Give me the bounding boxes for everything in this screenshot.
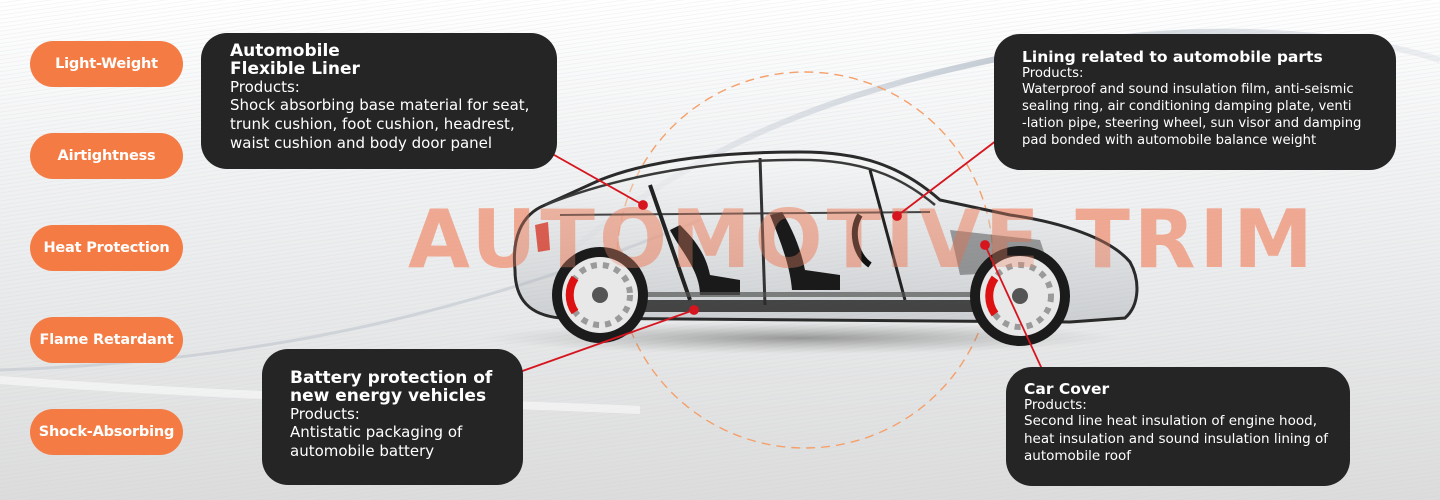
card-title: Lining related to automobile parts [1022, 48, 1323, 66]
feature-label: Heat Protection [43, 240, 170, 256]
feature-label: Light-Weight [55, 56, 158, 72]
feature-pill-shock-absorbing[interactable]: Shock-Absorbing [30, 409, 183, 455]
card-body: Waterproof and sound insulation film, an… [1022, 81, 1362, 149]
watermark-text: AUTOMOTIVE TRIM [408, 193, 1317, 286]
card-body: Shock absorbing base material for seat, … [230, 95, 530, 153]
feature-pill-heat-protection[interactable]: Heat Protection [30, 225, 183, 271]
card-title: Battery protection of new energy vehicle… [290, 368, 493, 407]
info-card-car-cover: Car Cover Products: Second line heat ins… [1006, 367, 1350, 486]
info-card-flexible-liner: Automobile Flexible Liner Products: Shoc… [201, 33, 557, 169]
feature-pill-light-weight[interactable]: Light-Weight [30, 41, 183, 87]
card-body: Antistatic packaging of automobile batte… [290, 422, 463, 461]
pointer-dot [689, 305, 699, 315]
info-card-lining-parts: Lining related to automobile parts Produ… [994, 34, 1396, 170]
feature-pill-flame-retardant[interactable]: Flame Retardant [30, 317, 183, 363]
card-products-label: Products: [1024, 396, 1087, 413]
info-card-battery-protection: Battery protection of new energy vehicle… [262, 349, 523, 485]
card-title: Automobile Flexible Liner [230, 41, 360, 80]
feature-label: Airtightness [57, 148, 156, 164]
card-products-label: Products: [1022, 65, 1084, 81]
feature-label: Flame Retardant [39, 332, 174, 348]
card-products-label: Products: [230, 77, 300, 96]
feature-label: Shock-Absorbing [38, 424, 175, 440]
card-title: Car Cover [1024, 380, 1110, 398]
feature-pill-airtightness[interactable]: Airtightness [30, 133, 183, 179]
card-body: Second line heat insulation of engine ho… [1024, 413, 1329, 464]
pointer-line-battery [513, 309, 695, 375]
card-products-label: Products: [290, 404, 360, 423]
